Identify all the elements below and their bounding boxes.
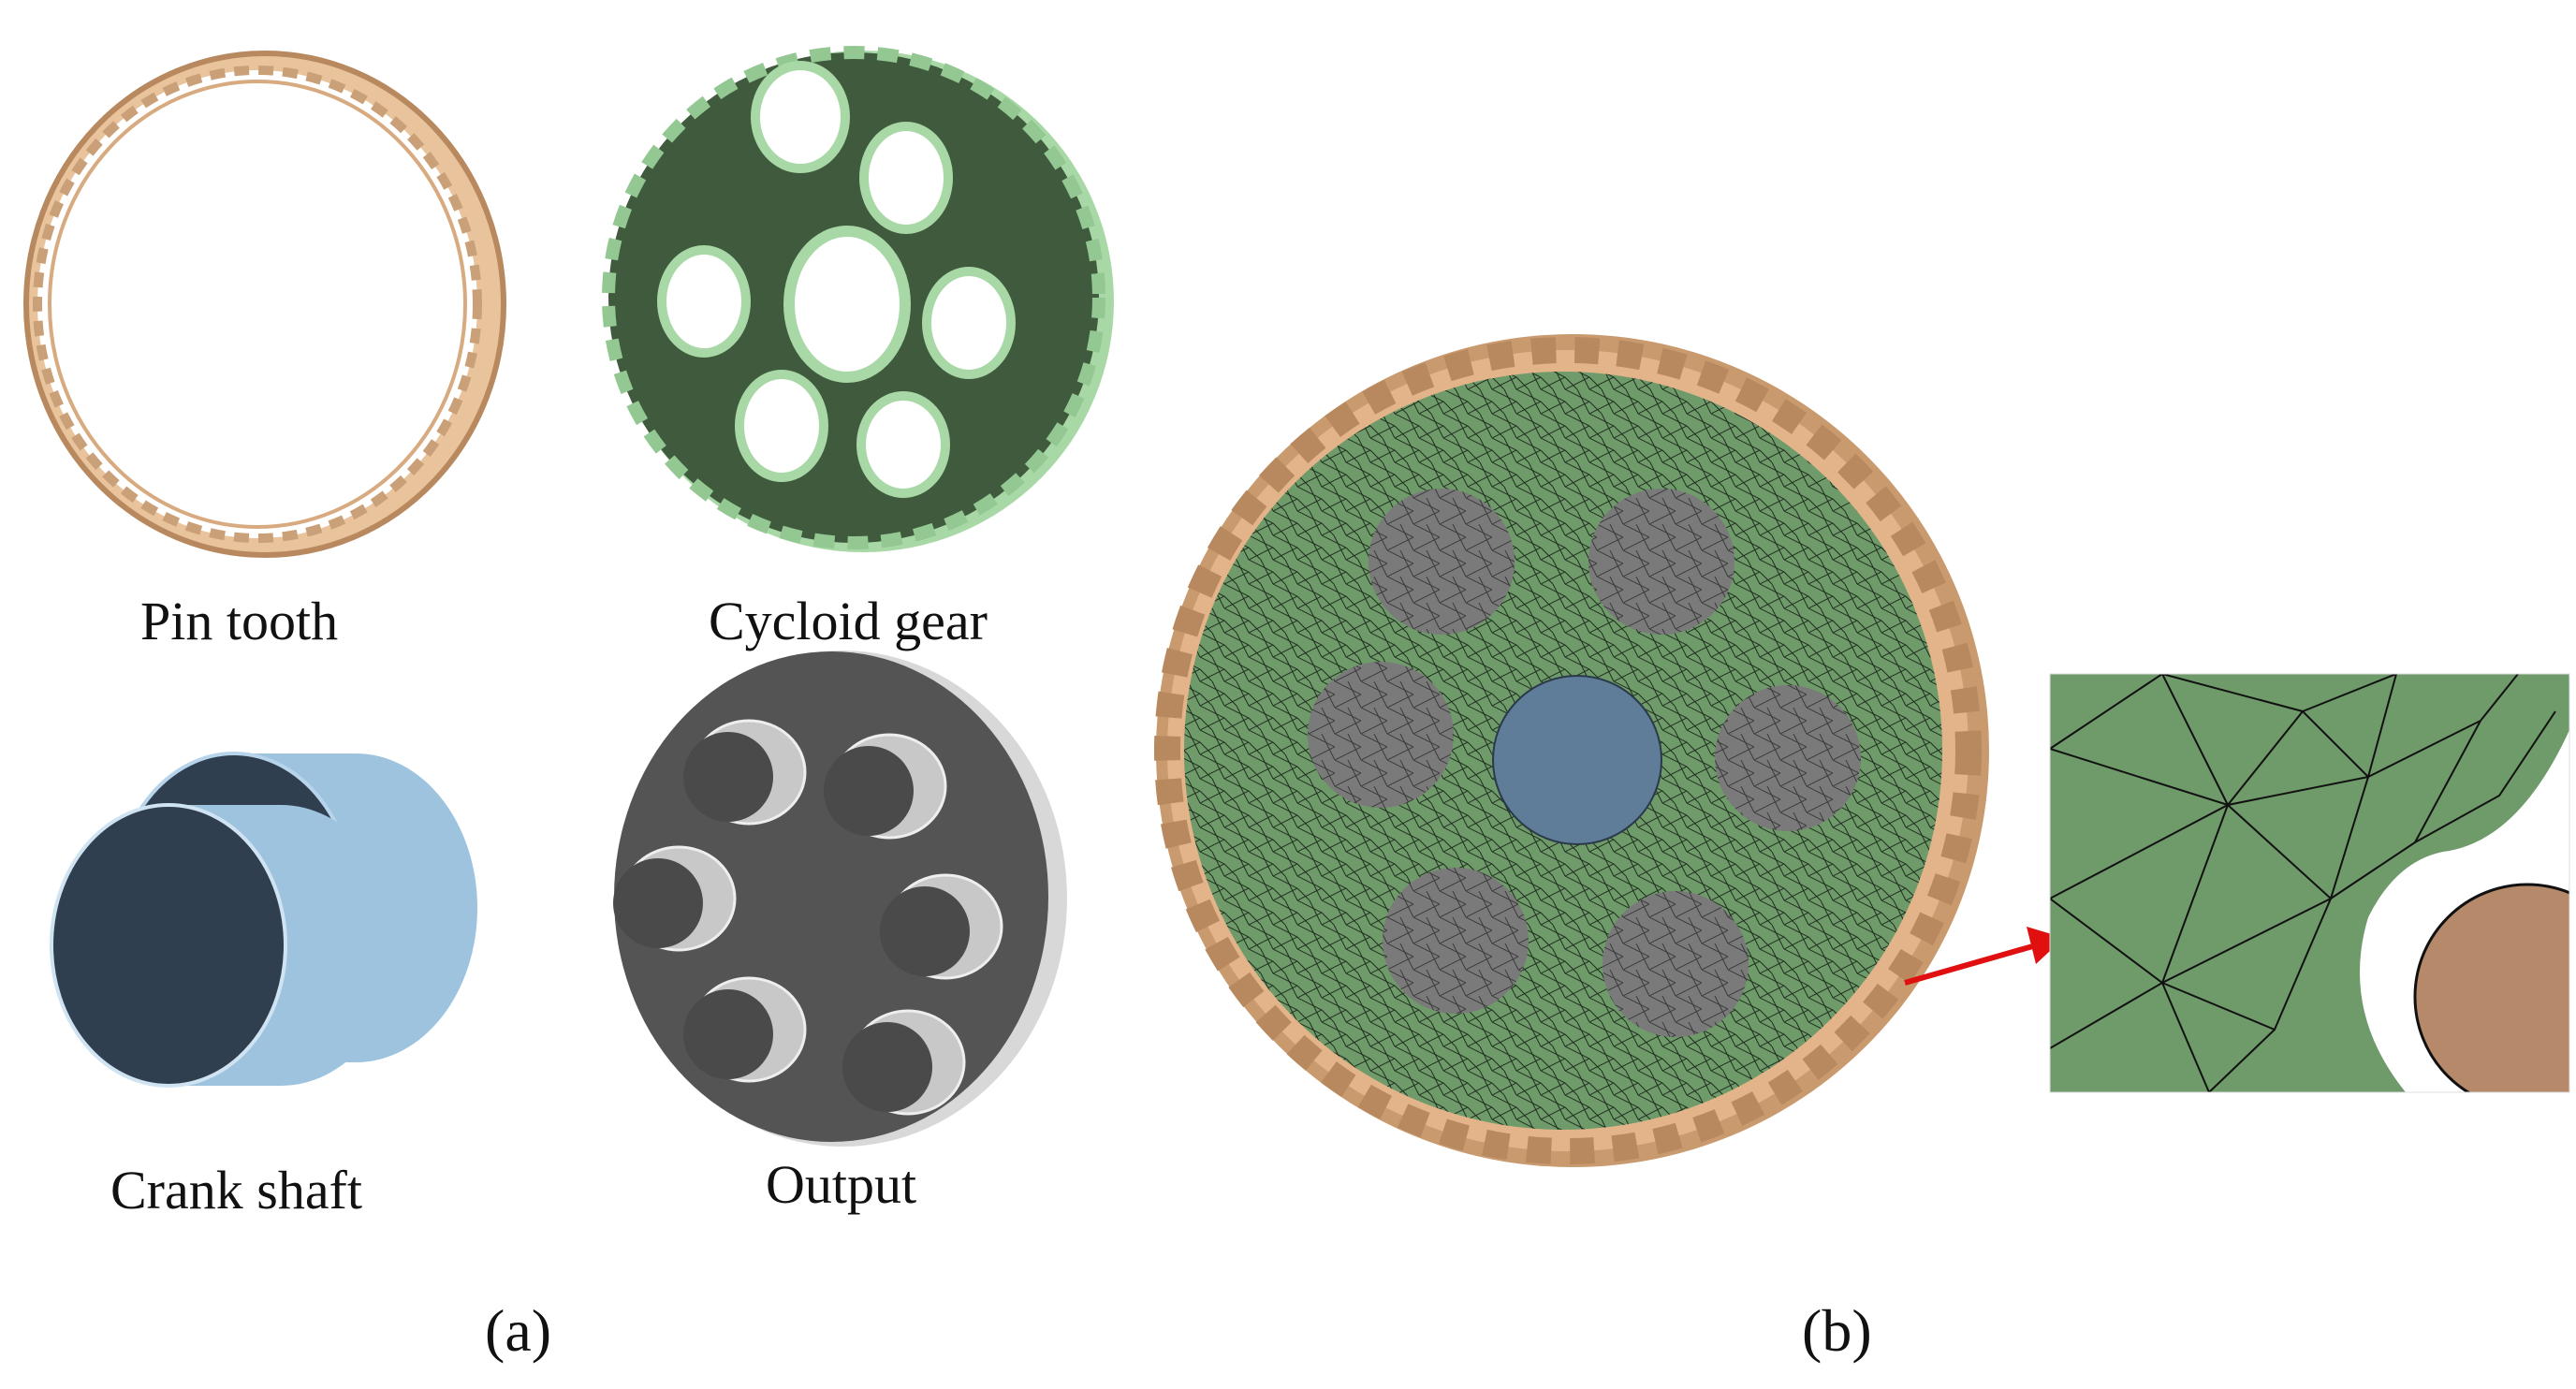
cycloid-gear-model <box>602 46 1114 552</box>
part-label-crank-shaft: Crank shaft <box>110 1160 362 1221</box>
part-label-cycloid-gear: Cycloid gear <box>709 591 988 651</box>
panel-b: (b) <box>1151 0 2576 1389</box>
part-label-output: Output <box>766 1154 917 1215</box>
panel-a-drawings <box>23 46 1114 1147</box>
zoom-detail <box>2049 673 2570 1093</box>
output-model <box>613 651 1067 1147</box>
crank-shaft-model <box>50 752 477 1088</box>
panel-a-caption: (a) <box>485 1297 552 1364</box>
panel-b-drawings <box>1154 334 2570 1167</box>
crank-shaft-region <box>1492 675 1662 845</box>
panel-b-caption: (b) <box>1802 1297 1872 1364</box>
pin-tooth-model <box>23 51 506 558</box>
part-label-pin-tooth: Pin tooth <box>140 591 339 651</box>
fe-mesh-model <box>1154 334 1989 1167</box>
output-pin-regions <box>1308 489 1861 1037</box>
panel-a: Pin tooth Cycloid gear Crank shaft Outpu… <box>0 0 1151 1389</box>
